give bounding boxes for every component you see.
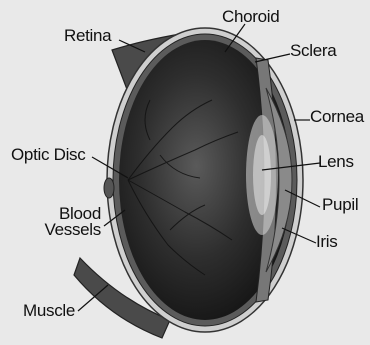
optic-nerve <box>104 178 114 198</box>
muscle-label: Muscle <box>23 302 75 319</box>
lens-label: Lens <box>318 153 354 170</box>
choroid-label: Choroid <box>222 8 279 25</box>
pupil-label: Pupil <box>322 196 358 213</box>
blood-vessels-label: Blood Vessels <box>43 206 101 238</box>
sclera-label: Sclera <box>290 42 336 59</box>
iris-label: Iris <box>316 233 337 250</box>
blood-vessels-label-line2: Vessels <box>43 222 101 238</box>
cornea-label: Cornea <box>310 108 364 125</box>
optic-disc-label: Optic Disc <box>11 146 85 163</box>
retina-label: Retina <box>64 27 111 44</box>
